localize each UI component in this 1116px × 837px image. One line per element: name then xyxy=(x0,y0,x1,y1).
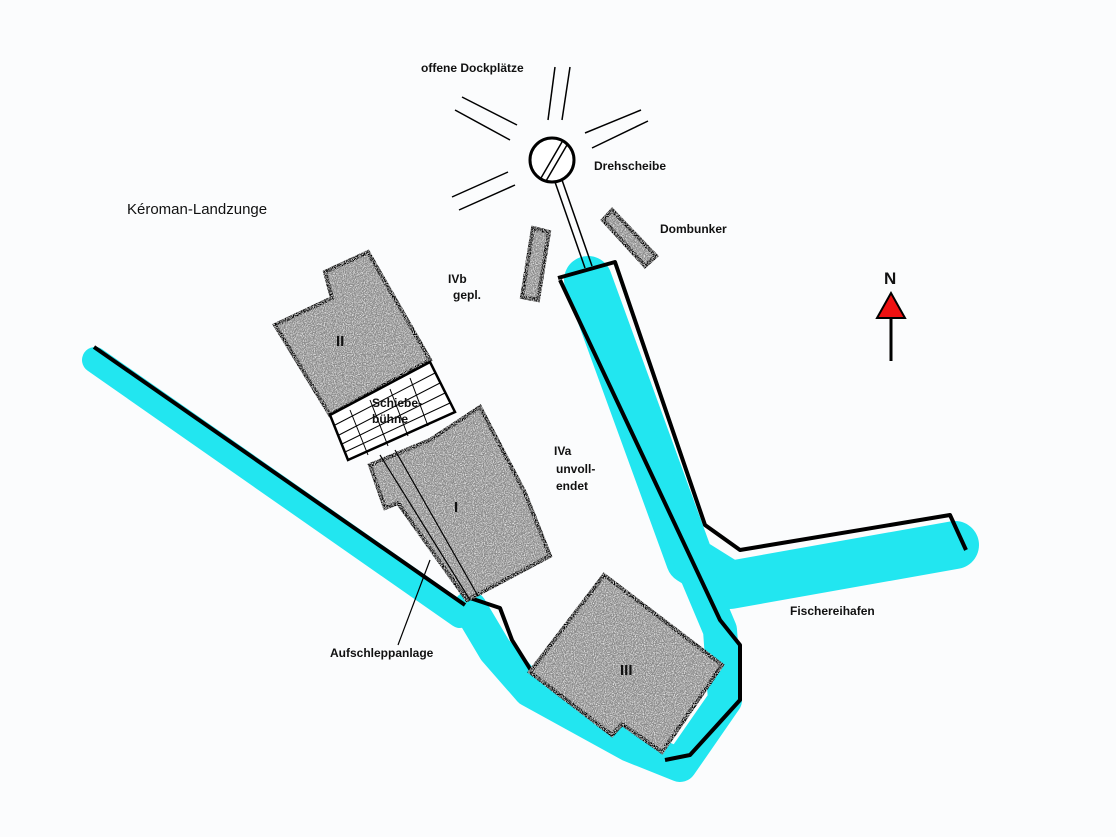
iva-unfinished-label-2: endet xyxy=(556,479,588,493)
ivb-planned-label: gepl. xyxy=(453,288,481,302)
bunker-iii-label: III xyxy=(620,662,633,679)
ivb-label: IVb xyxy=(448,272,467,286)
dome-bunker-label: Dombunker xyxy=(660,222,727,236)
dome-bunker xyxy=(600,207,659,269)
transfer-platform-label-2: bühne xyxy=(372,412,408,426)
slipway-label: Aufschleppanlage xyxy=(330,646,434,660)
bunker-i xyxy=(367,404,553,603)
bunker-ii-label: II xyxy=(336,333,344,350)
bunker-iii xyxy=(527,572,725,755)
open-dock-tracks xyxy=(451,66,649,211)
slipway-quay xyxy=(469,596,534,674)
turntable-label: Drehscheibe xyxy=(594,159,666,173)
iva-label: IVa xyxy=(554,444,572,458)
iva-unfinished-label-1: unvoll- xyxy=(556,462,595,476)
fishing-port-label: Fischereihafen xyxy=(790,604,875,618)
bunker-i-label: I xyxy=(454,499,458,516)
channel-west-wall xyxy=(558,279,742,762)
quay-walls xyxy=(92,260,968,762)
north-label: N xyxy=(884,269,896,288)
channel-lower-water xyxy=(453,423,742,782)
slipway-lines xyxy=(379,449,479,646)
west-quay-wall xyxy=(92,345,467,607)
north-arrow-icon xyxy=(875,290,907,361)
turntable xyxy=(528,136,593,269)
water xyxy=(82,256,979,782)
transfer-platform xyxy=(328,360,457,462)
peninsula-label: Kéroman-Landzunge xyxy=(127,201,267,218)
open-docks-label: offene Dockplätze xyxy=(421,61,524,75)
bunker-ivb xyxy=(519,225,552,303)
channel-east-wall xyxy=(557,260,968,552)
west-shore-water xyxy=(82,347,473,628)
bunkers xyxy=(272,207,725,755)
transfer-platform-label-1: Schiebe- xyxy=(372,396,422,410)
